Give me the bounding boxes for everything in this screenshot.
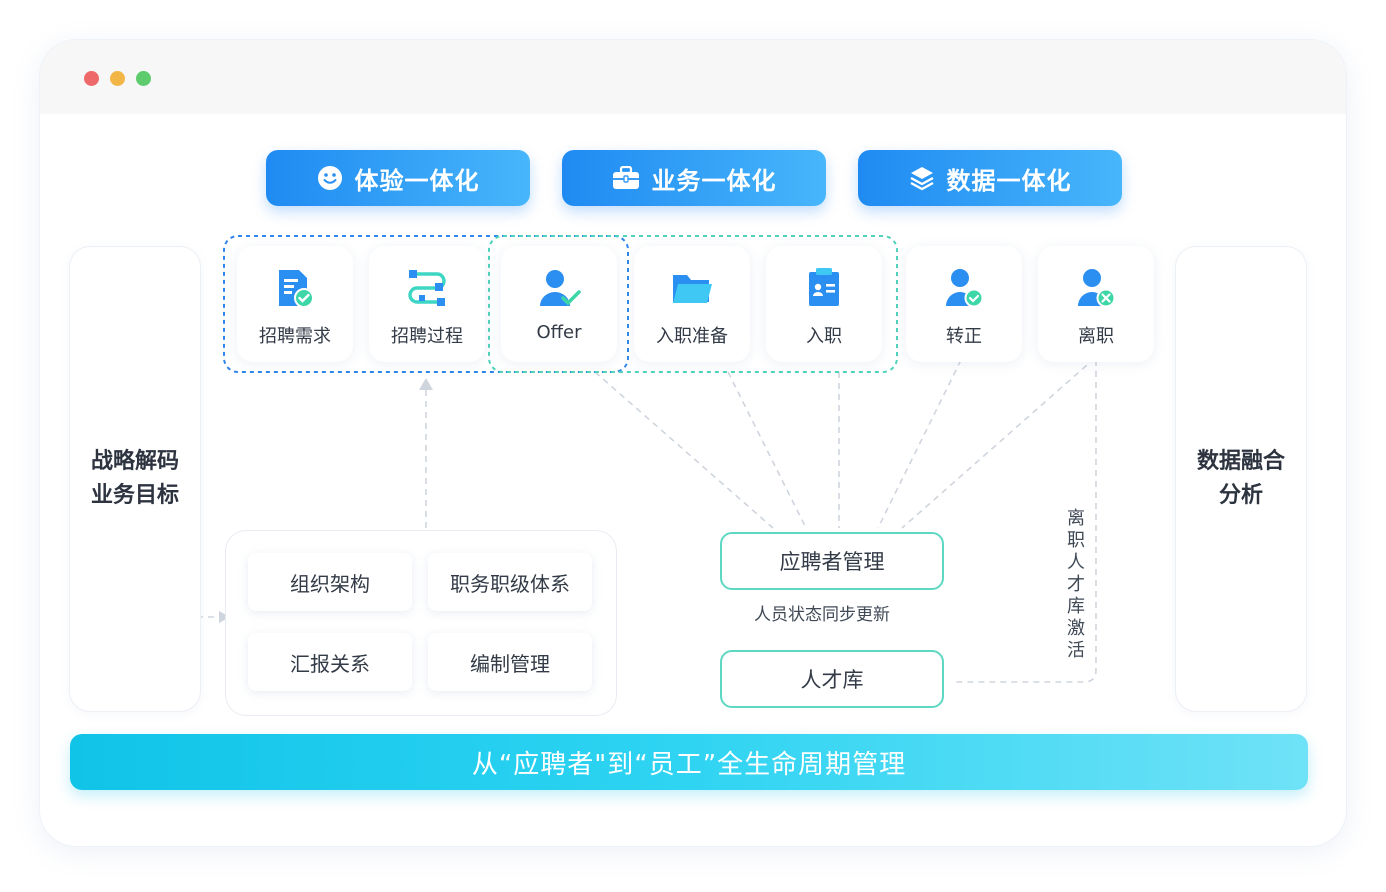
connector-resign-talent — [956, 360, 1097, 683]
recruit-group-outline — [223, 235, 629, 373]
sync-note: 人员状态同步更新 — [754, 605, 890, 625]
user-remove-icon — [1078, 269, 1116, 308]
strategy-line-1: 战略解码 — [90, 449, 179, 474]
main-window: 体验一体化 业务一体化 数据一体化 战略解码 业务目标 数据融合 分析 — [40, 40, 1346, 846]
strategy-panel: 战略解码 业务目标 — [70, 247, 200, 711]
talent-pool-box[interactable]: 人才库 — [720, 650, 944, 708]
stage-card-onboard[interactable]: 入职 — [766, 246, 882, 362]
stage-card-recruit-demand[interactable]: 招聘需求 — [237, 246, 353, 362]
stage-label-recruit-demand: 招聘需求 — [259, 326, 331, 347]
document-check-icon — [279, 270, 314, 308]
stage-label-offer: Offer — [536, 322, 582, 343]
org-item-architecture[interactable]: 组织架构 — [248, 553, 412, 611]
minimize-dot[interactable] — [110, 71, 125, 86]
folder-icon — [673, 275, 712, 303]
stage-card-offer[interactable]: Offer — [501, 246, 617, 362]
connector-onboard-prep — [727, 371, 807, 529]
applicant-management-box[interactable]: 应聘者管理 — [720, 532, 944, 590]
analysis-line-1: 数据融合 — [1196, 449, 1285, 474]
smile-icon — [317, 166, 342, 190]
stage-label-confirm: 转正 — [946, 326, 982, 347]
stage-label-onboard-prep: 入职准备 — [656, 326, 728, 347]
org-item-job-levels[interactable]: 职务职级体系 — [428, 553, 592, 611]
stage-label-recruit-process: 招聘过程 — [391, 326, 463, 347]
close-dot[interactable] — [84, 71, 99, 86]
stage-card-resign[interactable]: 离职 — [1038, 246, 1154, 362]
maximize-dot[interactable] — [136, 71, 151, 86]
pill-business[interactable]: 业务一体化 — [562, 150, 826, 206]
pill-experience-label: 体验一体化 — [354, 166, 480, 195]
org-item-headcount[interactable]: 编制管理 — [428, 633, 592, 691]
title-bar — [40, 40, 1346, 114]
arrow-up-icon — [419, 378, 433, 390]
pill-business-label: 业务一体化 — [651, 166, 777, 195]
pill-data-label: 数据一体化 — [946, 166, 1072, 195]
connector-resign — [901, 357, 1096, 529]
user-confirm-icon — [946, 269, 984, 308]
clipboard-icon — [809, 268, 839, 306]
stage-card-recruit-process[interactable]: 招聘过程 — [369, 246, 485, 362]
onboard-group-outline — [488, 235, 898, 373]
analysis-panel: 数据融合 分析 — [1176, 247, 1306, 711]
layers-icon — [909, 167, 934, 191]
strategy-line-2: 业务目标 — [90, 483, 179, 508]
connector-confirm — [877, 359, 962, 529]
analysis-line-2: 分析 — [1218, 483, 1263, 508]
user-check-icon — [540, 270, 581, 306]
pill-experience[interactable]: 体验一体化 — [266, 150, 530, 206]
process-flow-icon — [408, 270, 446, 306]
stage-card-onboard-prep[interactable]: 入职准备 — [634, 246, 750, 362]
stage-card-confirm[interactable]: 转正 — [906, 246, 1022, 362]
lifecycle-banner-text: 从“应聘者"到“员工”全生命周期管理 — [471, 749, 907, 780]
briefcase-icon — [612, 166, 639, 189]
arrow-right-icon — [219, 611, 230, 623]
org-structure-group: 组织架构 职务职级体系 汇报关系 编制管理 — [226, 531, 616, 715]
org-item-reporting[interactable]: 汇报关系 — [248, 633, 412, 691]
stage-label-resign: 离职 — [1078, 326, 1114, 347]
connector-offer — [594, 371, 774, 529]
connector-layer — [186, 235, 1097, 683]
lifecycle-banner: 从“应聘者"到“员工”全生命周期管理 — [70, 734, 1308, 790]
stage-label-onboard: 入职 — [806, 326, 842, 347]
pill-data[interactable]: 数据一体化 — [858, 150, 1122, 206]
resign-talent-note: 离职人才库激活 — [1067, 508, 1085, 661]
